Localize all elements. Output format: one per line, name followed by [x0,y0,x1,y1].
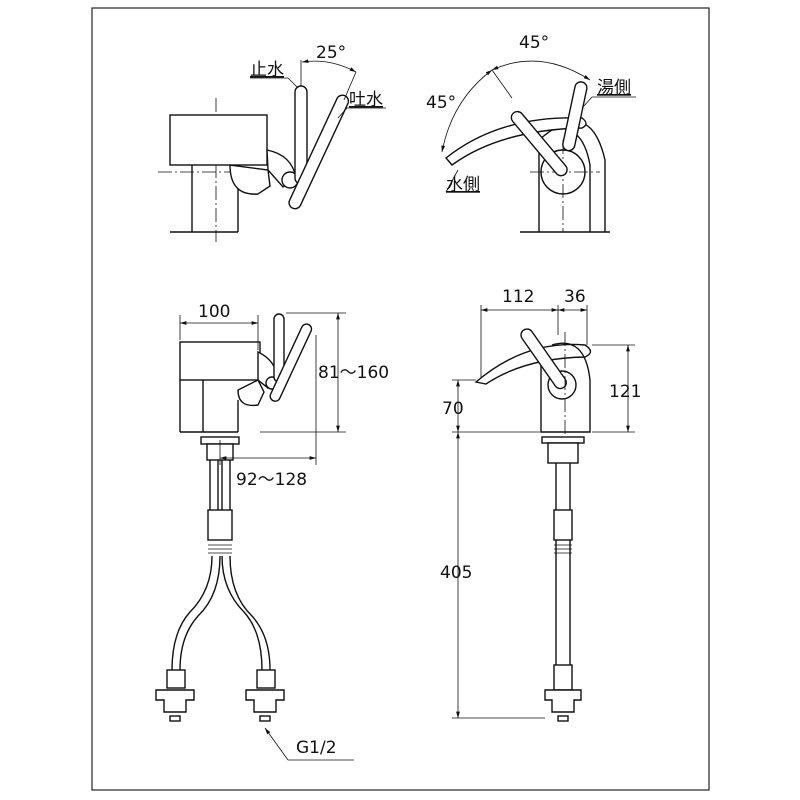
spout-blade [444,117,587,166]
front-spout [474,343,592,385]
height-121-label: 121 [609,382,641,402]
angle-25-label: 25° [316,43,346,63]
height-70-label: 70 [442,399,464,419]
faucet-body [169,114,268,166]
side-view-bottom [155,312,354,761]
right-valve [245,689,285,713]
front-lever [520,328,567,390]
stop-water-label: 止水 [250,60,284,80]
body-block [179,341,261,381]
width-100-label: 100 [198,302,230,322]
discharge-water-label: 吐水 [349,90,383,110]
hot-side-label: 湯側 [597,78,631,98]
left-valve [155,689,195,713]
hose-405-label: 405 [440,563,472,583]
cold-side-label: 水側 [446,175,480,195]
side-view-top [158,59,386,242]
reach-92-128-label: 92～128 [236,470,307,490]
height-81-160-label: 81～160 [318,363,389,383]
front-view-top [441,60,636,233]
front-valve [544,689,582,713]
thread-g12-label: G1/2 [296,738,337,758]
drawing-frame [91,7,710,791]
lever-center [510,110,568,177]
spout-neck [229,164,271,195]
lever-tilted [269,323,313,402]
spout-112-label: 112 [502,287,534,307]
angle-45-left-label: 45° [426,93,456,113]
front-view-bottom [452,305,635,722]
lever-hot-side [562,81,588,152]
lever-discharge-position [288,94,350,210]
lever-36-label: 36 [564,287,586,307]
angle-45-top-label: 45° [519,33,549,53]
